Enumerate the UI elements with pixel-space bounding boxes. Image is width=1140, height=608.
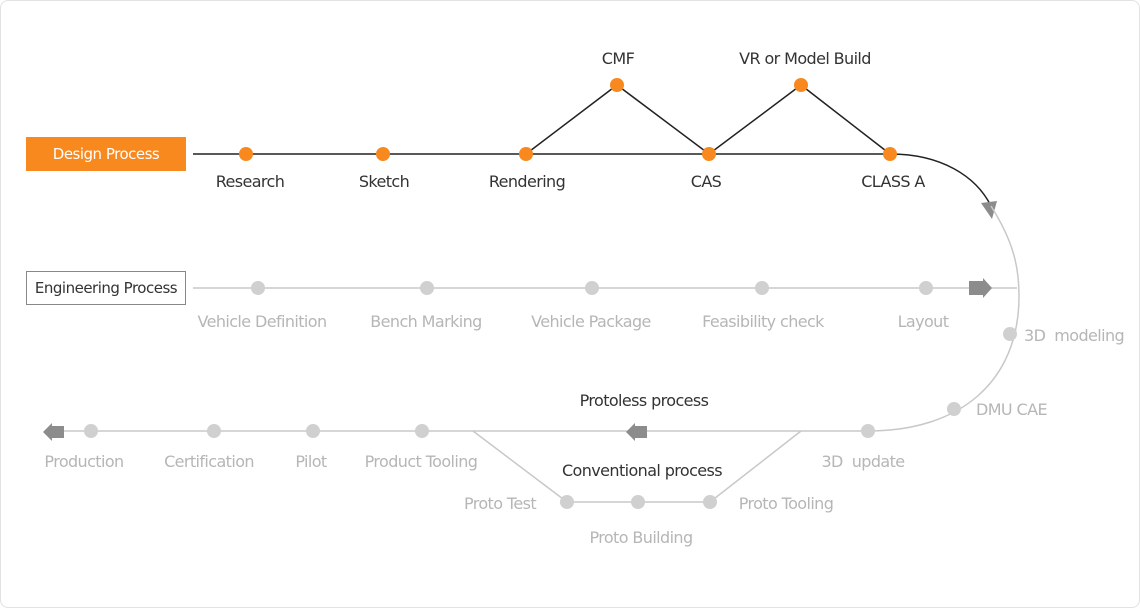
- 3d-update-dot: [861, 424, 875, 438]
- engineering-process-tag: Engineering Process: [26, 271, 186, 305]
- proto-building-dot: [631, 495, 645, 509]
- label-3d-update: 3D update: [821, 452, 904, 471]
- label-vehicle-package: Vehicle Package: [531, 312, 651, 331]
- label-product-tooling: Product Tooling: [365, 452, 478, 471]
- label-vehicle-definition: Vehicle Definition: [198, 312, 327, 331]
- sketch-dot: [376, 147, 390, 161]
- bench-marking-dot: [420, 281, 434, 295]
- label-layout: Layout: [898, 312, 949, 331]
- label-vr-model-build: VR or Model Build: [739, 49, 871, 68]
- label-3d-modeling: 3D modeling: [1024, 326, 1124, 345]
- label-protoless-process: Protoless process: [580, 391, 709, 410]
- label-conventional-process: Conventional process: [562, 461, 722, 480]
- down-arrow-icon: [981, 201, 997, 219]
- right-curve: [867, 205, 1020, 432]
- left-arrow-icon-production: [43, 423, 64, 441]
- vr-branch: [708, 84, 891, 155]
- label-rendering: Rendering: [489, 172, 565, 191]
- label-research: Research: [216, 172, 285, 191]
- rendering-dot: [519, 147, 533, 161]
- vehicle-package-dot: [585, 281, 599, 295]
- 3d-modeling-dot: [1003, 327, 1017, 341]
- label-production: Production: [44, 452, 123, 471]
- pilot-dot: [306, 424, 320, 438]
- label-pilot: Pilot: [295, 452, 327, 471]
- cas-dot: [702, 147, 716, 161]
- label-certification: Certification: [164, 452, 254, 471]
- design-process-tag: Design Process: [26, 137, 186, 171]
- feasibility-dot: [755, 281, 769, 295]
- layout-dot: [919, 281, 933, 295]
- proto-test-dot: [560, 495, 574, 509]
- dmu-cae-dot: [947, 402, 961, 416]
- vr-dot: [794, 78, 808, 92]
- label-class-a: CLASS A: [861, 172, 925, 191]
- label-cmf: CMF: [602, 49, 635, 68]
- vehicle-definition-dot: [251, 281, 265, 295]
- research-dot: [239, 147, 253, 161]
- production-dot: [84, 424, 98, 438]
- label-dmu-cae: DMU CAE: [976, 400, 1047, 419]
- cmf-branch: [525, 84, 710, 155]
- label-proto-test: Proto Test: [464, 494, 536, 513]
- label-proto-building: Proto Building: [589, 528, 692, 547]
- design-to-curve-line: [889, 153, 992, 207]
- proto-tooling-dot: [703, 495, 717, 509]
- label-proto-tooling: Proto Tooling: [739, 494, 834, 513]
- cmf-dot: [610, 78, 624, 92]
- certification-dot: [207, 424, 221, 438]
- label-feasibility-check: Feasibility check: [702, 312, 825, 331]
- label-cas: CAS: [691, 172, 722, 191]
- right-arrow-icon: [969, 278, 992, 298]
- left-arrow-icon-protoless: [626, 423, 647, 441]
- label-bench-marking: Bench Marking: [370, 312, 481, 331]
- class-a-dot: [883, 147, 897, 161]
- product-tooling-dot: [415, 424, 429, 438]
- label-sketch: Sketch: [359, 172, 409, 191]
